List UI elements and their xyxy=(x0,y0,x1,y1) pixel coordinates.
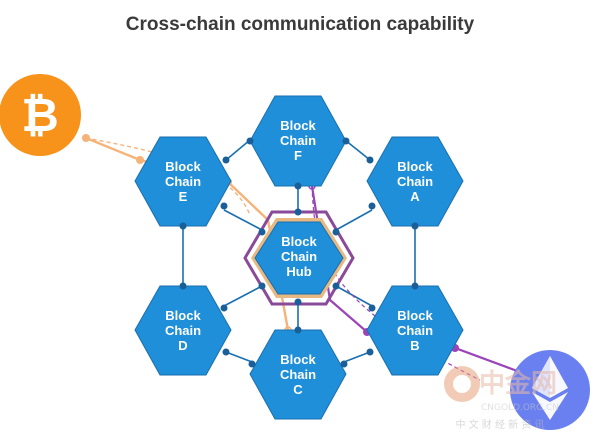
chain-b-label-2: Chain xyxy=(397,323,433,338)
hub-label-1: Block xyxy=(281,234,317,249)
connection-dots xyxy=(179,137,419,368)
block-chain-f[interactable]: Block Chain F xyxy=(249,95,347,187)
chain-f-label-1: Block xyxy=(280,118,316,133)
hub-label-2: Chain xyxy=(281,249,317,264)
chain-b-label-1: Block xyxy=(397,308,433,323)
chain-d-label-1: Block xyxy=(165,308,201,323)
bitcoin-icon: ₿ xyxy=(0,74,81,156)
connector-e-hub xyxy=(223,209,263,231)
ethereum-icon xyxy=(510,350,590,430)
block-chain-b[interactable]: Block Chain B xyxy=(366,285,464,376)
connector-d-hub xyxy=(223,285,263,307)
chain-c-label-1: Block xyxy=(280,352,316,367)
block-chain-d[interactable]: Block Chain D xyxy=(134,285,232,376)
chain-e-label-2: Chain xyxy=(165,174,201,189)
chain-f-label-3: F xyxy=(294,148,302,163)
chain-a-label-2: Chain xyxy=(397,174,433,189)
chain-e-label-3: E xyxy=(179,189,188,204)
diagram-title: Cross-chain communication capability xyxy=(125,14,475,35)
watermark-tagline: 中 文 财 经 新 资 讯 xyxy=(455,418,544,431)
chain-c-label-2: Chain xyxy=(280,367,316,382)
connector-b-hub xyxy=(335,285,373,307)
block-chain-c[interactable]: Block Chain C xyxy=(249,329,347,420)
block-chain-e[interactable]: Block Chain E xyxy=(134,136,232,227)
connector-a-hub xyxy=(335,209,373,231)
connector-b-c xyxy=(343,351,371,363)
chain-d-label-3: D xyxy=(178,338,187,353)
watermark-sub: CNGOLD.ORG.CN xyxy=(481,403,559,413)
chain-f-label-2: Chain xyxy=(280,133,316,148)
watermark-main: 中金网 xyxy=(479,368,557,399)
chain-e-label-1: Block xyxy=(165,159,201,174)
bitcoin-symbol: ₿ xyxy=(21,88,59,142)
block-chain-a[interactable]: Block Chain A xyxy=(366,136,464,227)
chain-a-label-3: A xyxy=(410,189,420,204)
block-chain-hub[interactable]: Block Chain Hub xyxy=(254,221,344,295)
hub-label-3: Hub xyxy=(286,264,311,279)
connectors xyxy=(182,139,416,363)
chain-a-label-1: Block xyxy=(397,159,433,174)
chain-c-label-3: C xyxy=(293,382,303,397)
chain-b-label-3: B xyxy=(410,338,419,353)
watermark: 中金网 CNGOLD.ORG.CN 中 文 财 经 新 资 讯 xyxy=(444,366,559,431)
connector-f-a xyxy=(344,139,371,161)
connector-f-e xyxy=(225,139,251,161)
connector-d-c xyxy=(225,351,253,363)
chain-d-label-2: Chain xyxy=(165,323,201,338)
